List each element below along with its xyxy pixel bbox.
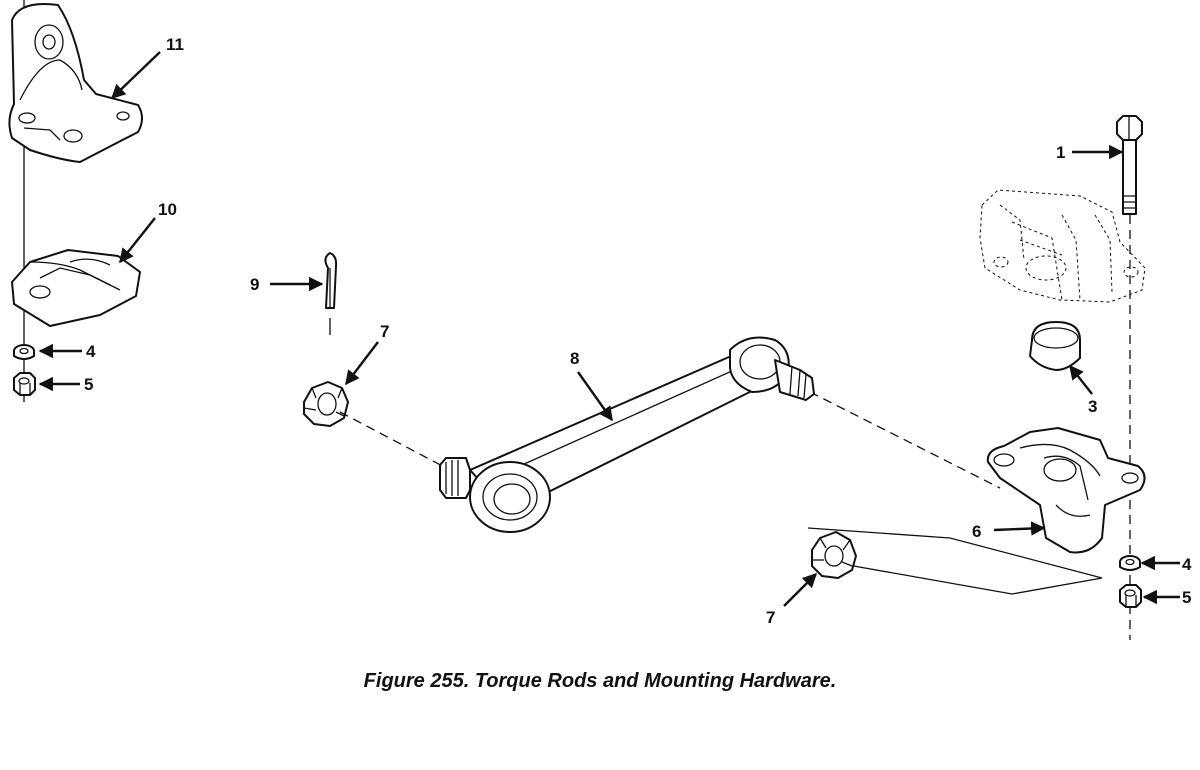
callout-4-left: 4 — [86, 342, 96, 361]
callout-5-left: 5 — [84, 375, 93, 394]
part-11-mount-bracket — [8, 3, 143, 163]
callout-6: 6 — [972, 522, 981, 541]
part-7-castle-nut-bottom — [811, 531, 857, 579]
part-3-bushing — [1029, 321, 1081, 371]
part-4-lock-washer-left — [13, 344, 35, 360]
callout-labels: 11 10 4 5 9 7 8 1 3 6 7 4 5 — [84, 35, 1192, 627]
callout-3: 3 — [1088, 397, 1097, 416]
leader-7-bottom — [783, 572, 818, 607]
part-7-castle-nut-left — [303, 381, 349, 427]
callout-8: 8 — [570, 349, 579, 368]
leader-10 — [119, 217, 156, 264]
upper-frame-mount-phantom — [979, 189, 1146, 303]
leader-11 — [110, 51, 161, 99]
callout-10: 10 — [158, 200, 177, 219]
part-10-insulator-pad — [11, 249, 141, 327]
part-5-hex-nut-right — [1119, 584, 1142, 608]
part-5-hex-nut-left — [13, 372, 36, 396]
callout-7-left: 7 — [380, 322, 389, 341]
leader-7-left — [345, 341, 379, 386]
assembly-centerlines — [339, 215, 1131, 640]
callout-7-bottom: 7 — [766, 608, 775, 627]
callout-11: 11 — [166, 35, 184, 54]
callout-1: 1 — [1056, 143, 1065, 162]
callout-4-right: 4 — [1182, 555, 1192, 574]
leader-3 — [1069, 364, 1093, 395]
callout-9: 9 — [250, 275, 259, 294]
callout-5-right: 5 — [1182, 588, 1191, 607]
part-9-cotter-pin — [324, 252, 338, 335]
figure-caption: Figure 255. Torque Rods and Mounting Har… — [363, 670, 837, 692]
leader-arrows — [38, 51, 1180, 607]
leader-6 — [993, 521, 1046, 536]
part-6-axle-bracket — [986, 427, 1146, 554]
part-8-torque-rod — [439, 336, 815, 533]
part-4-lock-washer-right — [1119, 555, 1141, 571]
part-1-bolt — [1116, 115, 1143, 215]
leader-8 — [577, 371, 613, 422]
